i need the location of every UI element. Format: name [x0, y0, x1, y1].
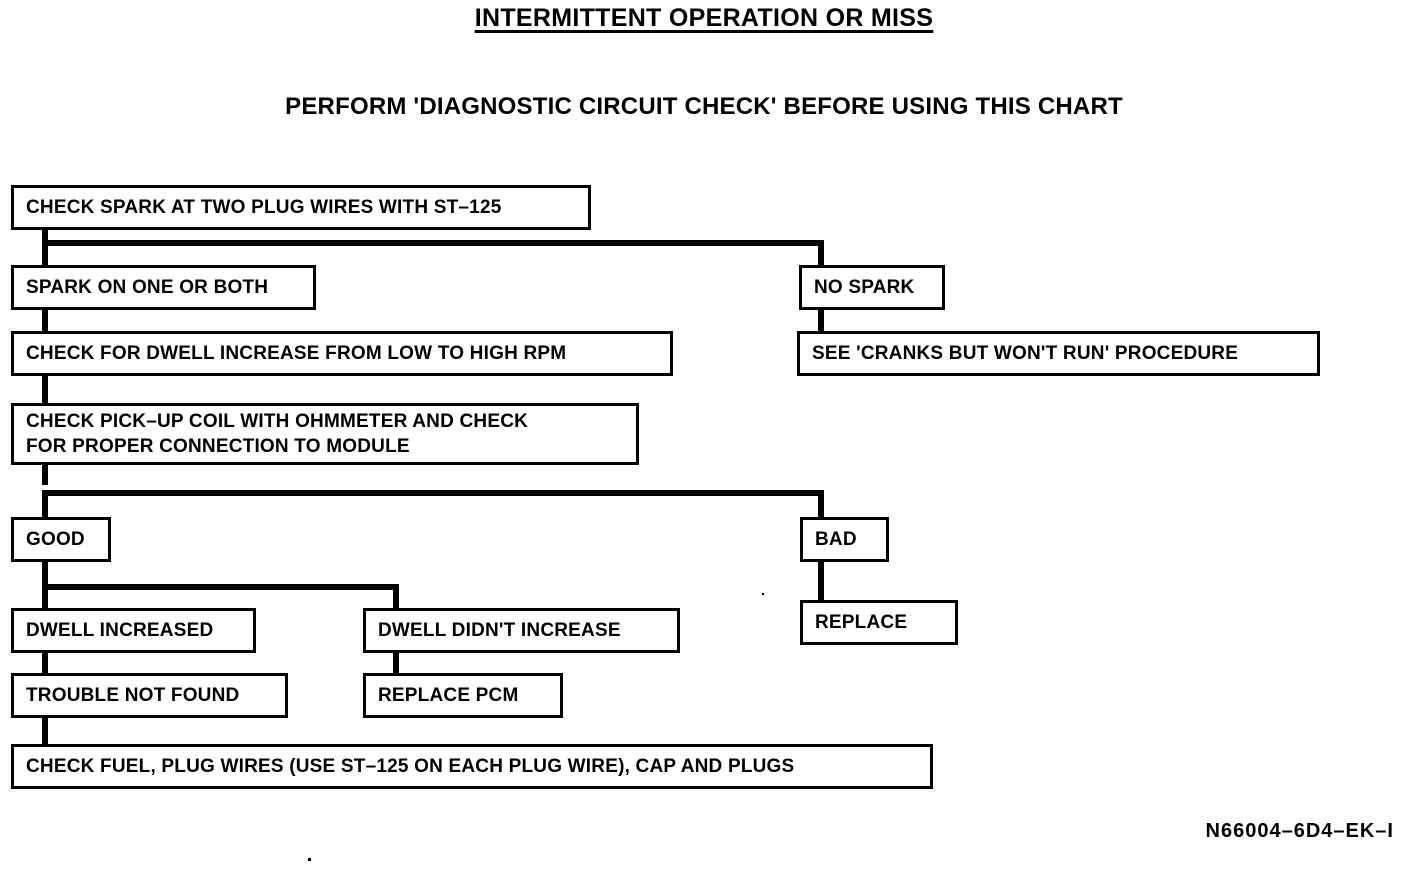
node-check-pickup-coil[interactable]: CHECK PICK–UP COIL WITH OHMMETER AND CHE… — [11, 403, 639, 465]
node-bad-label: BAD — [815, 529, 857, 550]
connector-spark-split-horizontal — [42, 240, 824, 246]
connector-dwell-check-to-pickup-coil — [42, 374, 48, 405]
node-cranks-but-wont-run[interactable]: SEE 'CRANKS BUT WON'T RUN' PROCEDURE — [797, 331, 1320, 376]
connector-bad-to-replace — [818, 562, 824, 602]
connector-dwell-increased-to-trouble-not-found — [42, 653, 48, 675]
node-bad[interactable]: BAD — [800, 517, 889, 562]
node-dwell-increased[interactable]: DWELL INCREASED — [11, 608, 256, 653]
node-good[interactable]: GOOD — [11, 517, 111, 562]
node-replace[interactable]: REPLACE — [800, 600, 958, 645]
connector-good-down — [42, 562, 48, 590]
node-check-dwell-increase[interactable]: CHECK FOR DWELL INCREASE FROM LOW TO HIG… — [11, 331, 673, 376]
connector-to-good — [42, 490, 48, 518]
connector-to-bad — [818, 490, 824, 518]
connector-to-dwell-didnt-increase — [393, 584, 399, 610]
node-replace-pcm-label: REPLACE PCM — [378, 685, 519, 706]
connector-no-spark-to-cranks — [818, 308, 824, 334]
connector-good-bad-split-horizontal — [42, 490, 824, 496]
node-good-label: GOOD — [26, 529, 85, 550]
node-check-fuel-plug-wires[interactable]: CHECK FUEL, PLUG WIRES (USE ST–125 ON EA… — [11, 744, 933, 789]
page-subtitle: PERFORM 'DIAGNOSTIC CIRCUIT CHECK' BEFOR… — [285, 93, 1123, 120]
connector-to-spark-on-one-or-both — [42, 240, 48, 268]
node-trouble-not-found-label: TROUBLE NOT FOUND — [26, 685, 240, 706]
node-spark-on-one-or-both-label: SPARK ON ONE OR BOTH — [26, 277, 269, 298]
node-check-pickup-coil-label: CHECK PICK–UP COIL WITH OHMMETER AND CHE… — [26, 411, 529, 457]
connector-dwell-split-horizontal — [42, 584, 399, 590]
node-dwell-didnt-increase-label: DWELL DIDN'T INCREASE — [378, 620, 621, 641]
node-check-dwell-increase-label: CHECK FOR DWELL INCREASE FROM LOW TO HIG… — [26, 343, 567, 364]
connector-check-spark-down — [42, 230, 48, 246]
connector-pickup-coil-down — [42, 463, 48, 485]
node-spark-on-one-or-both[interactable]: SPARK ON ONE OR BOTH — [11, 265, 316, 310]
node-check-spark[interactable]: CHECK SPARK AT TWO PLUG WIRES WITH ST–12… — [11, 185, 591, 230]
connector-spark-to-dwell-check — [42, 308, 48, 335]
page-title: INTERMITTENT OPERATION OR MISS — [474, 4, 934, 32]
connector-trouble-not-found-to-check-fuel — [42, 718, 48, 746]
node-no-spark[interactable]: NO SPARK — [799, 265, 945, 310]
connector-dwell-didnt-increase-to-replace-pcm — [393, 653, 399, 675]
node-replace-label: REPLACE — [815, 612, 908, 633]
scan-artifact-speck — [308, 858, 311, 861]
node-replace-pcm[interactable]: REPLACE PCM — [363, 673, 563, 718]
node-check-fuel-plug-wires-label: CHECK FUEL, PLUG WIRES (USE ST–125 ON EA… — [26, 756, 795, 777]
node-cranks-but-wont-run-label: SEE 'CRANKS BUT WON'T RUN' PROCEDURE — [812, 343, 1239, 364]
node-no-spark-label: NO SPARK — [814, 277, 915, 298]
node-check-spark-label: CHECK SPARK AT TWO PLUG WIRES WITH ST–12… — [26, 197, 502, 218]
node-trouble-not-found[interactable]: TROUBLE NOT FOUND — [11, 673, 288, 718]
connector-to-dwell-increased — [42, 584, 48, 610]
drawing-number: N66004–6D4–EK–I — [1205, 820, 1394, 842]
scan-artifact-speck-2 — [762, 593, 764, 595]
node-dwell-increased-label: DWELL INCREASED — [26, 620, 214, 641]
connector-to-no-spark — [818, 240, 824, 268]
node-dwell-didnt-increase[interactable]: DWELL DIDN'T INCREASE — [363, 608, 680, 653]
